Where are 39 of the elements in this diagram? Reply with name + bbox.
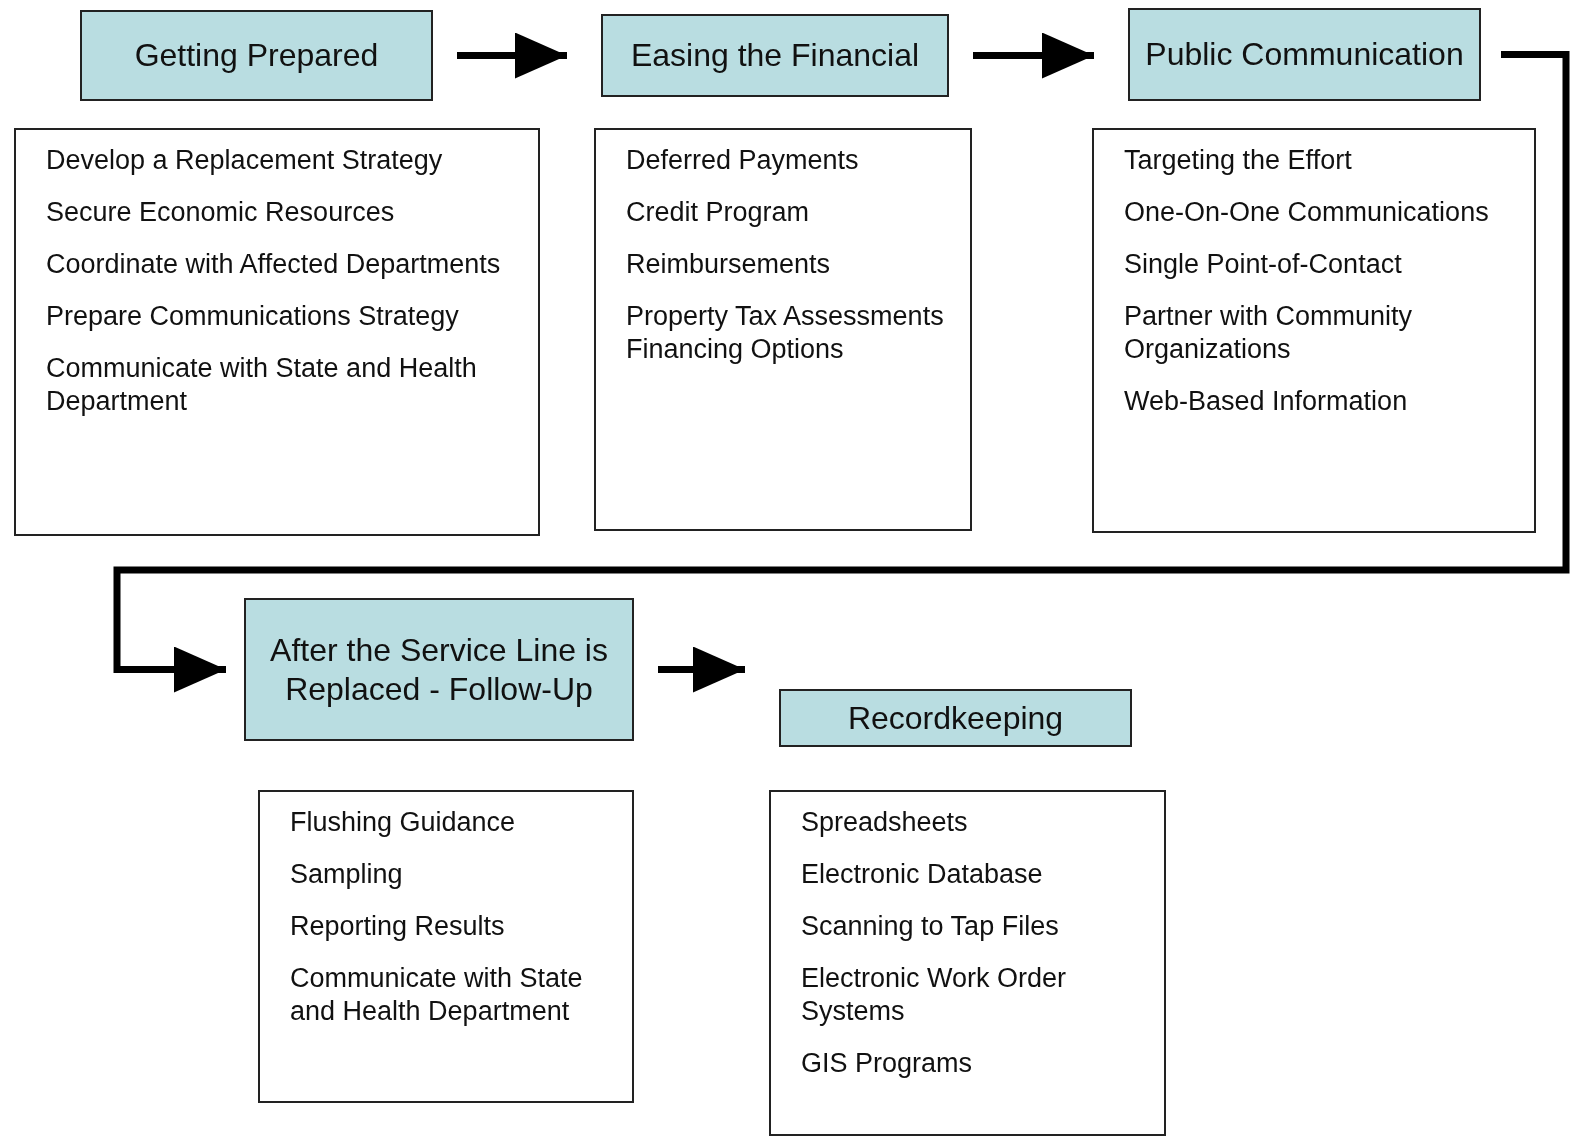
task-item: Credit Program	[626, 196, 811, 229]
task-item: Property Tax Assessments Financing Options	[626, 300, 945, 366]
task-item: GIS Programs	[801, 1047, 974, 1080]
task-item: Partner with Community Organizations	[1124, 300, 1414, 366]
task-item: Reporting Results	[290, 910, 506, 943]
stage-title: Easing the Financial	[630, 36, 920, 75]
stage-title: Public Communication	[1145, 35, 1464, 74]
task-item: Web-Based Information	[1124, 385, 1409, 418]
task-item: Communicate with State and Health Department	[46, 352, 478, 418]
stage-title: After the Service Line is Replaced - Follow-Up	[269, 630, 609, 709]
task-item: Prepare Communications Strategy	[46, 300, 460, 333]
task-list-box	[769, 790, 1166, 1136]
stage-header-box	[80, 10, 433, 101]
task-item: Coordinate with Affected Departments	[46, 248, 502, 281]
task-item: One-On-One Communications	[1124, 196, 1490, 229]
task-item: Deferred Payments	[626, 144, 860, 177]
task-item: Communicate with State and Health Department	[290, 962, 584, 1028]
task-item: Develop a Replacement Strategy	[46, 144, 444, 177]
task-item: Spreadsheets	[801, 806, 969, 839]
task-list-box	[258, 790, 634, 1103]
flow-arrow	[113, 51, 1570, 693]
task-item: Single Point-of-Contact	[1124, 248, 1403, 281]
stage-title: Getting Prepared	[134, 36, 379, 75]
task-item: Scanning to Tap Files	[801, 910, 1060, 943]
task-list-box	[594, 128, 972, 531]
stage-header-box	[1128, 8, 1481, 101]
task-item: Flushing Guidance	[290, 806, 517, 839]
task-item: Electronic Work Order Systems	[801, 962, 1068, 1028]
task-item: Targeting the Effort	[1124, 144, 1353, 177]
task-item: Reimbursements	[626, 248, 832, 281]
task-item: Electronic Database	[801, 858, 1044, 891]
stage-header-box	[601, 14, 949, 97]
stage-title: Recordkeeping	[847, 698, 1064, 738]
stage-header-box	[244, 598, 634, 741]
task-list-box	[14, 128, 540, 536]
stage-header-box	[779, 689, 1132, 747]
task-list-box	[1092, 128, 1536, 533]
task-item: Secure Economic Resources	[46, 196, 396, 229]
task-item: Sampling	[290, 858, 404, 891]
